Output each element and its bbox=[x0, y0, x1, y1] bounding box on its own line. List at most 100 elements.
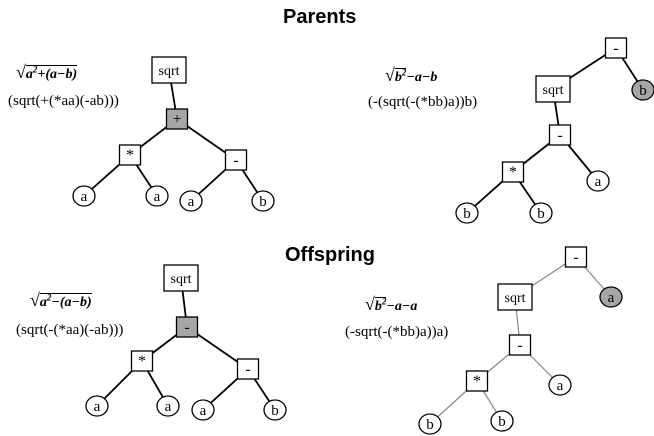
leaf-node bbox=[145, 185, 169, 207]
leaf-node bbox=[586, 170, 610, 192]
function-node bbox=[236, 358, 260, 380]
offspring-right-expression: (-sqrt(-(*bb)a))a) bbox=[345, 324, 449, 340]
function-node bbox=[508, 334, 532, 356]
function-node bbox=[564, 246, 588, 268]
leaf-node bbox=[72, 185, 96, 207]
node-label: a bbox=[165, 399, 172, 415]
formula-term: a bbox=[64, 295, 72, 310]
node-label: * bbox=[126, 147, 134, 164]
formula-exponent: 2 bbox=[32, 64, 38, 75]
parent-left-tree: sqrt + * - a a a b bbox=[72, 56, 275, 212]
formula-exponent: 2 bbox=[46, 292, 52, 303]
leaf-node bbox=[418, 413, 442, 435]
formula-term: − bbox=[57, 67, 66, 82]
node-label: a bbox=[188, 194, 195, 210]
node-label: a bbox=[154, 189, 161, 205]
formula-term: − bbox=[71, 295, 81, 310]
parent-right-tree: - sqrt b - * a b b bbox=[455, 37, 654, 224]
node-label: - bbox=[184, 319, 189, 336]
node-label: + bbox=[172, 111, 181, 128]
node-label: b bbox=[271, 403, 279, 419]
node-label: b bbox=[537, 206, 545, 222]
formula-term: a bbox=[39, 295, 47, 310]
node-label: b bbox=[426, 417, 434, 433]
formula-term: − bbox=[406, 70, 415, 85]
formula-term: b bbox=[80, 295, 88, 310]
node-label: b bbox=[259, 194, 267, 210]
leaf-node bbox=[191, 399, 215, 421]
function-node bbox=[151, 56, 187, 84]
formula-term: − bbox=[421, 70, 431, 85]
node-label: * bbox=[473, 373, 481, 390]
node-label: a bbox=[557, 378, 564, 394]
node-label: - bbox=[245, 361, 250, 378]
leaf-node bbox=[156, 395, 180, 417]
formula-term: b bbox=[430, 70, 438, 85]
node-label: sqrt bbox=[171, 272, 192, 287]
leaf-node bbox=[85, 395, 109, 417]
node-label: a bbox=[595, 174, 602, 190]
offspring-heading: Offspring bbox=[285, 244, 375, 266]
node-label: a bbox=[94, 399, 101, 415]
function-node bbox=[497, 283, 533, 311]
formula-term: ) bbox=[87, 295, 92, 310]
function-node bbox=[165, 108, 189, 130]
formula-term: b bbox=[65, 67, 73, 82]
formula-exponent: 2 bbox=[381, 296, 387, 307]
function-node bbox=[175, 316, 199, 338]
node-label: sqrt bbox=[543, 83, 564, 98]
formula-term: − bbox=[386, 299, 395, 314]
node-label: - bbox=[517, 337, 522, 354]
formula-term: +( bbox=[37, 67, 51, 82]
leaf-node bbox=[179, 190, 203, 212]
function-node bbox=[224, 149, 248, 171]
function-node bbox=[501, 161, 525, 183]
node-label: b bbox=[639, 83, 647, 99]
leaf-node bbox=[529, 202, 553, 224]
node-label: - bbox=[233, 152, 238, 169]
function-node bbox=[548, 124, 572, 146]
function-node bbox=[118, 144, 142, 166]
leaf-node bbox=[263, 399, 287, 421]
function-node bbox=[535, 75, 571, 103]
parents-heading: Parents bbox=[283, 6, 357, 28]
formula-term: a bbox=[394, 299, 402, 314]
parent-right-formula: √b2−a−b bbox=[385, 65, 437, 86]
node-label: - bbox=[613, 40, 618, 57]
function-node bbox=[465, 370, 489, 392]
formula-term: −( bbox=[51, 295, 65, 310]
parent-right-expression: (-(sqrt(-(*bb)a))b) bbox=[368, 94, 478, 110]
sqrt-symbol: √ bbox=[365, 294, 375, 314]
node-label: * bbox=[509, 164, 517, 181]
offspring-left-formula: √a2−(a−b) bbox=[30, 290, 92, 311]
sqrt-symbol: √ bbox=[16, 62, 26, 82]
sqrt-symbol: √ bbox=[385, 65, 395, 85]
formula-term: b bbox=[374, 299, 382, 314]
formula-term: a bbox=[410, 299, 418, 314]
node-label: - bbox=[557, 127, 562, 144]
formula-term: a bbox=[50, 67, 58, 82]
node-label: a bbox=[81, 189, 88, 205]
function-node bbox=[130, 350, 154, 372]
node-label: b bbox=[498, 414, 506, 430]
node-label: sqrt bbox=[505, 291, 526, 306]
leaf-node bbox=[548, 374, 572, 396]
offspring-right-formula: √b2−a−a bbox=[365, 294, 417, 315]
formula-term: a bbox=[414, 70, 422, 85]
function-node bbox=[163, 264, 199, 292]
formula-term: − bbox=[401, 299, 411, 314]
leaf-node bbox=[455, 202, 479, 224]
node-label: - bbox=[573, 249, 578, 266]
formula-term: a bbox=[25, 67, 33, 82]
node-label: sqrt bbox=[159, 64, 180, 79]
node-label: a bbox=[200, 403, 207, 419]
node-label: b bbox=[463, 206, 471, 222]
parent-left-formula: √a2+(a−b) bbox=[16, 62, 78, 83]
leaf-node bbox=[251, 190, 275, 212]
leaf-node bbox=[631, 79, 654, 101]
offspring-left-expression: (sqrt(-(*aa)(-ab))) bbox=[16, 322, 124, 338]
